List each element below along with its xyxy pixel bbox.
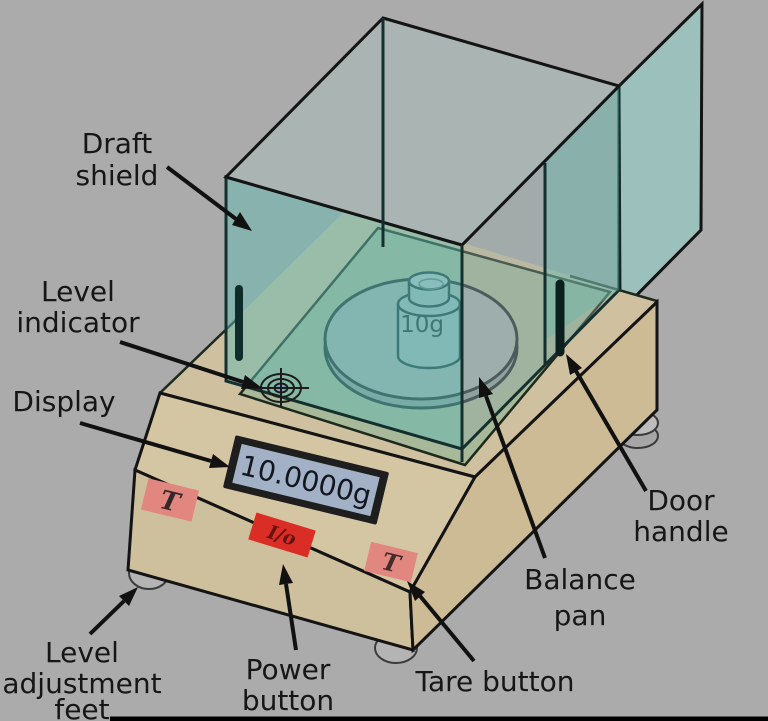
draft-shield-door-opening xyxy=(545,86,619,340)
arrow-draft-shield xyxy=(165,165,252,231)
arrow-balance-pan xyxy=(479,377,547,559)
draft-shield xyxy=(223,16,622,462)
power-button-pad xyxy=(248,512,316,558)
arrow-level-adjustment-feet xyxy=(88,587,138,636)
arrow-level-indicator xyxy=(119,340,262,389)
tare-button-left-pad xyxy=(140,478,200,522)
label-line: handle xyxy=(633,515,728,548)
annotation-arrows xyxy=(79,165,648,663)
label-line: Power xyxy=(246,653,331,686)
label-display: Display xyxy=(12,385,115,418)
label-line: Level xyxy=(45,636,119,669)
label-line: Door xyxy=(647,484,715,517)
label-line: button xyxy=(242,684,334,717)
tare-button-right: T xyxy=(364,541,418,583)
label-line: pan xyxy=(554,599,607,632)
power-button-io: I/o xyxy=(248,512,316,558)
label-power-button: Power button xyxy=(242,653,334,717)
label-line: Tare button xyxy=(414,665,574,698)
label-draft-shield: Draft shield xyxy=(76,127,159,192)
label-line: Balance xyxy=(524,563,636,596)
label-line: Draft xyxy=(82,127,153,160)
annotation-labels: Draft shield Level indicator Display Lev… xyxy=(2,127,728,721)
arrow-power-button xyxy=(279,564,298,651)
label-tare-button: Tare button xyxy=(414,665,574,698)
label-line: Level xyxy=(41,275,115,308)
arrow-door-handle xyxy=(566,354,648,493)
label-level-indicator: Level indicator xyxy=(16,275,140,339)
tare-button-right-pad xyxy=(364,541,418,583)
label-level-adjustment-feet: Level adjustment feet xyxy=(2,636,161,721)
label-line: adjustment xyxy=(2,667,161,700)
display-unit: 10.0000g xyxy=(223,435,389,525)
label-line: shield xyxy=(76,159,159,192)
display-lcd xyxy=(232,443,380,517)
label-line: Display xyxy=(12,385,115,418)
tare-button-left: T xyxy=(140,478,200,522)
base-top-right-back-edge xyxy=(569,274,658,303)
label-line: feet xyxy=(54,693,109,721)
bottom-border-line xyxy=(110,716,768,721)
label-balance-pan: Balance pan xyxy=(524,563,636,632)
label-door-handle: Door handle xyxy=(633,484,728,548)
arrow-display xyxy=(79,421,230,468)
arrow-tare-button xyxy=(407,581,476,663)
label-line: indicator xyxy=(16,306,140,339)
